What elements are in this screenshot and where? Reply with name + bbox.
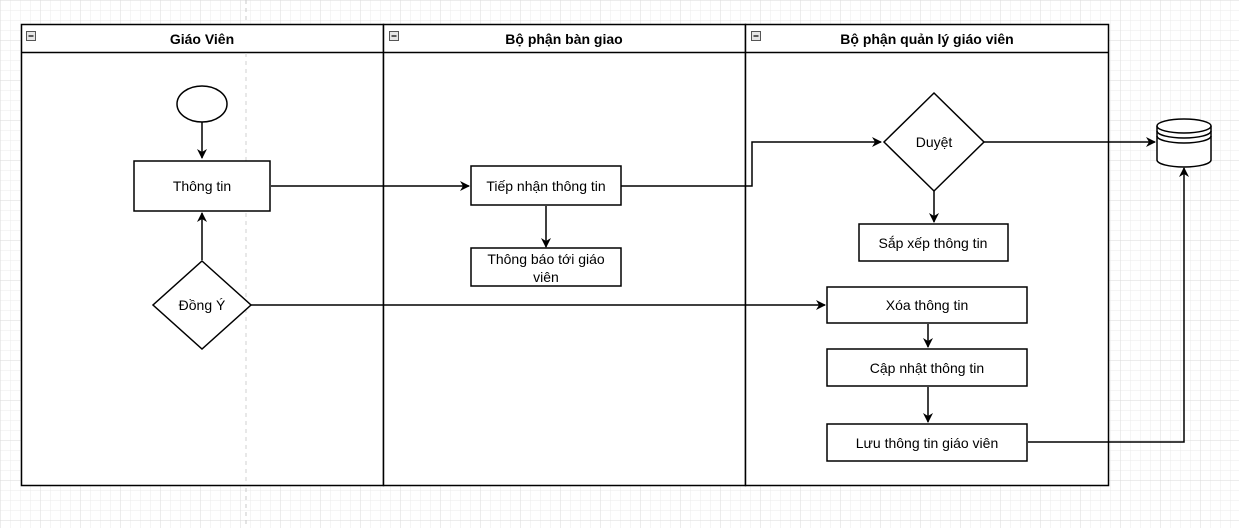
node-tiep-nhan[interactable]: Tiếp nhận thông tin [470,165,622,206]
node-cap-nhat-label: Cập nhật thông tin [870,360,984,376]
node-tiep-nhan-label: Tiếp nhận thông tin [486,178,605,194]
edge-tiep-nhan-to-duyet[interactable] [621,137,882,187]
start-node[interactable] [176,85,228,123]
node-duyet-label: Duyệt [916,134,953,150]
lane-title-ban-giao: Bộ phận bàn giao [505,31,622,47]
node-thong-tin[interactable]: Thông tin [133,160,271,212]
node-thong-bao-label-line-1: Thông báo tới giáo [487,251,605,267]
node-xoa[interactable]: Xóa thông tin [826,286,1028,324]
node-sap-xep-label: Sắp xếp thông tin [879,235,988,251]
node-luu-label: Lưu thông tin giáo viên [856,435,998,451]
node-sap-xep[interactable]: Sắp xếp thông tin [858,223,1009,262]
nodes: Thông tin Đồng Ý Tiếp nhận thông tin Thô… [133,85,1212,462]
lane-title-quan-ly: Bộ phận quản lý giáo viên [840,31,1013,47]
node-dong-y-label: Đồng Ý [179,297,226,313]
database-icon[interactable] [1156,118,1212,168]
minus-box-icon[interactable] [751,31,761,41]
node-duyet[interactable]: Duyệt [882,91,986,193]
node-luu[interactable]: Lưu thông tin giáo viên [826,423,1028,462]
edge-luu-to-database[interactable] [1028,167,1189,443]
node-cap-nhat[interactable]: Cập nhật thông tin [826,348,1028,387]
node-thong-bao[interactable]: Thông báo tới giáo viên [470,247,622,287]
minus-box-icon[interactable] [389,31,399,41]
node-thong-bao-label-line-2: viên [533,269,559,285]
node-thong-tin-label: Thông tin [173,178,231,194]
node-dong-y[interactable]: Đồng Ý [151,259,253,351]
edges [197,122,1189,443]
minus-box-icon[interactable] [26,31,36,41]
lane-title-giao-vien: Giáo Viên [170,31,234,47]
node-xoa-label: Xóa thông tin [886,297,969,313]
